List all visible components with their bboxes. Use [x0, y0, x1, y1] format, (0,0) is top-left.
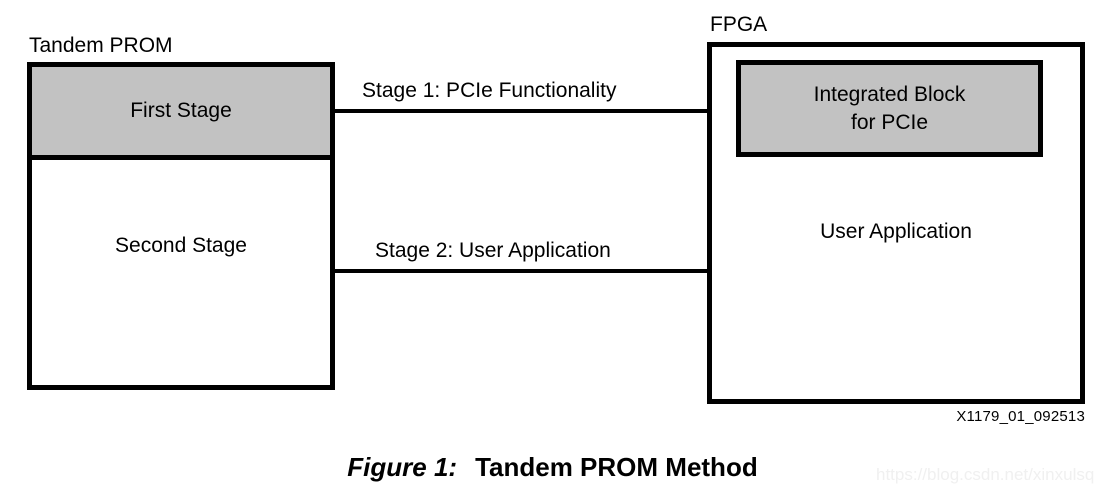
tandem-prom-box: First Stage Second Stage — [27, 62, 335, 390]
fpga-user-application-label: User Application — [820, 220, 972, 243]
stage-2-arrow-line — [335, 269, 725, 273]
figure-id-code: X1179_01_092513 — [956, 408, 1085, 425]
pcie-block-line-2: for PCIe — [850, 110, 929, 134]
figure-caption-title: Tandem PROM Method — [475, 452, 758, 482]
figure-caption: Figure 1: Tandem PROM Method — [0, 452, 1105, 483]
pcie-block-line-1: Integrated Block — [813, 82, 966, 106]
fpga-label: FPGA — [710, 13, 768, 36]
second-stage-block: Second Stage — [32, 160, 330, 385]
stage-1-arrow-label: Stage 1: PCIe Functionality — [362, 79, 617, 102]
stage-2-arrow-label: Stage 2: User Application — [375, 239, 611, 262]
first-stage-label: First Stage — [130, 99, 232, 122]
fpga-box: Integrated Block for PCIe User Applicati… — [707, 42, 1085, 404]
first-stage-block: First Stage — [32, 67, 330, 160]
second-stage-label: Second Stage — [115, 233, 247, 257]
figure-caption-label: Figure 1: — [347, 452, 458, 482]
watermark-text: https://blog.csdn.net/xinxulsq — [876, 465, 1095, 484]
tandem-prom-label: Tandem PROM — [29, 34, 173, 57]
stage-1-arrow-line — [335, 109, 717, 113]
integrated-block-for-pcie: Integrated Block for PCIe — [736, 60, 1043, 157]
